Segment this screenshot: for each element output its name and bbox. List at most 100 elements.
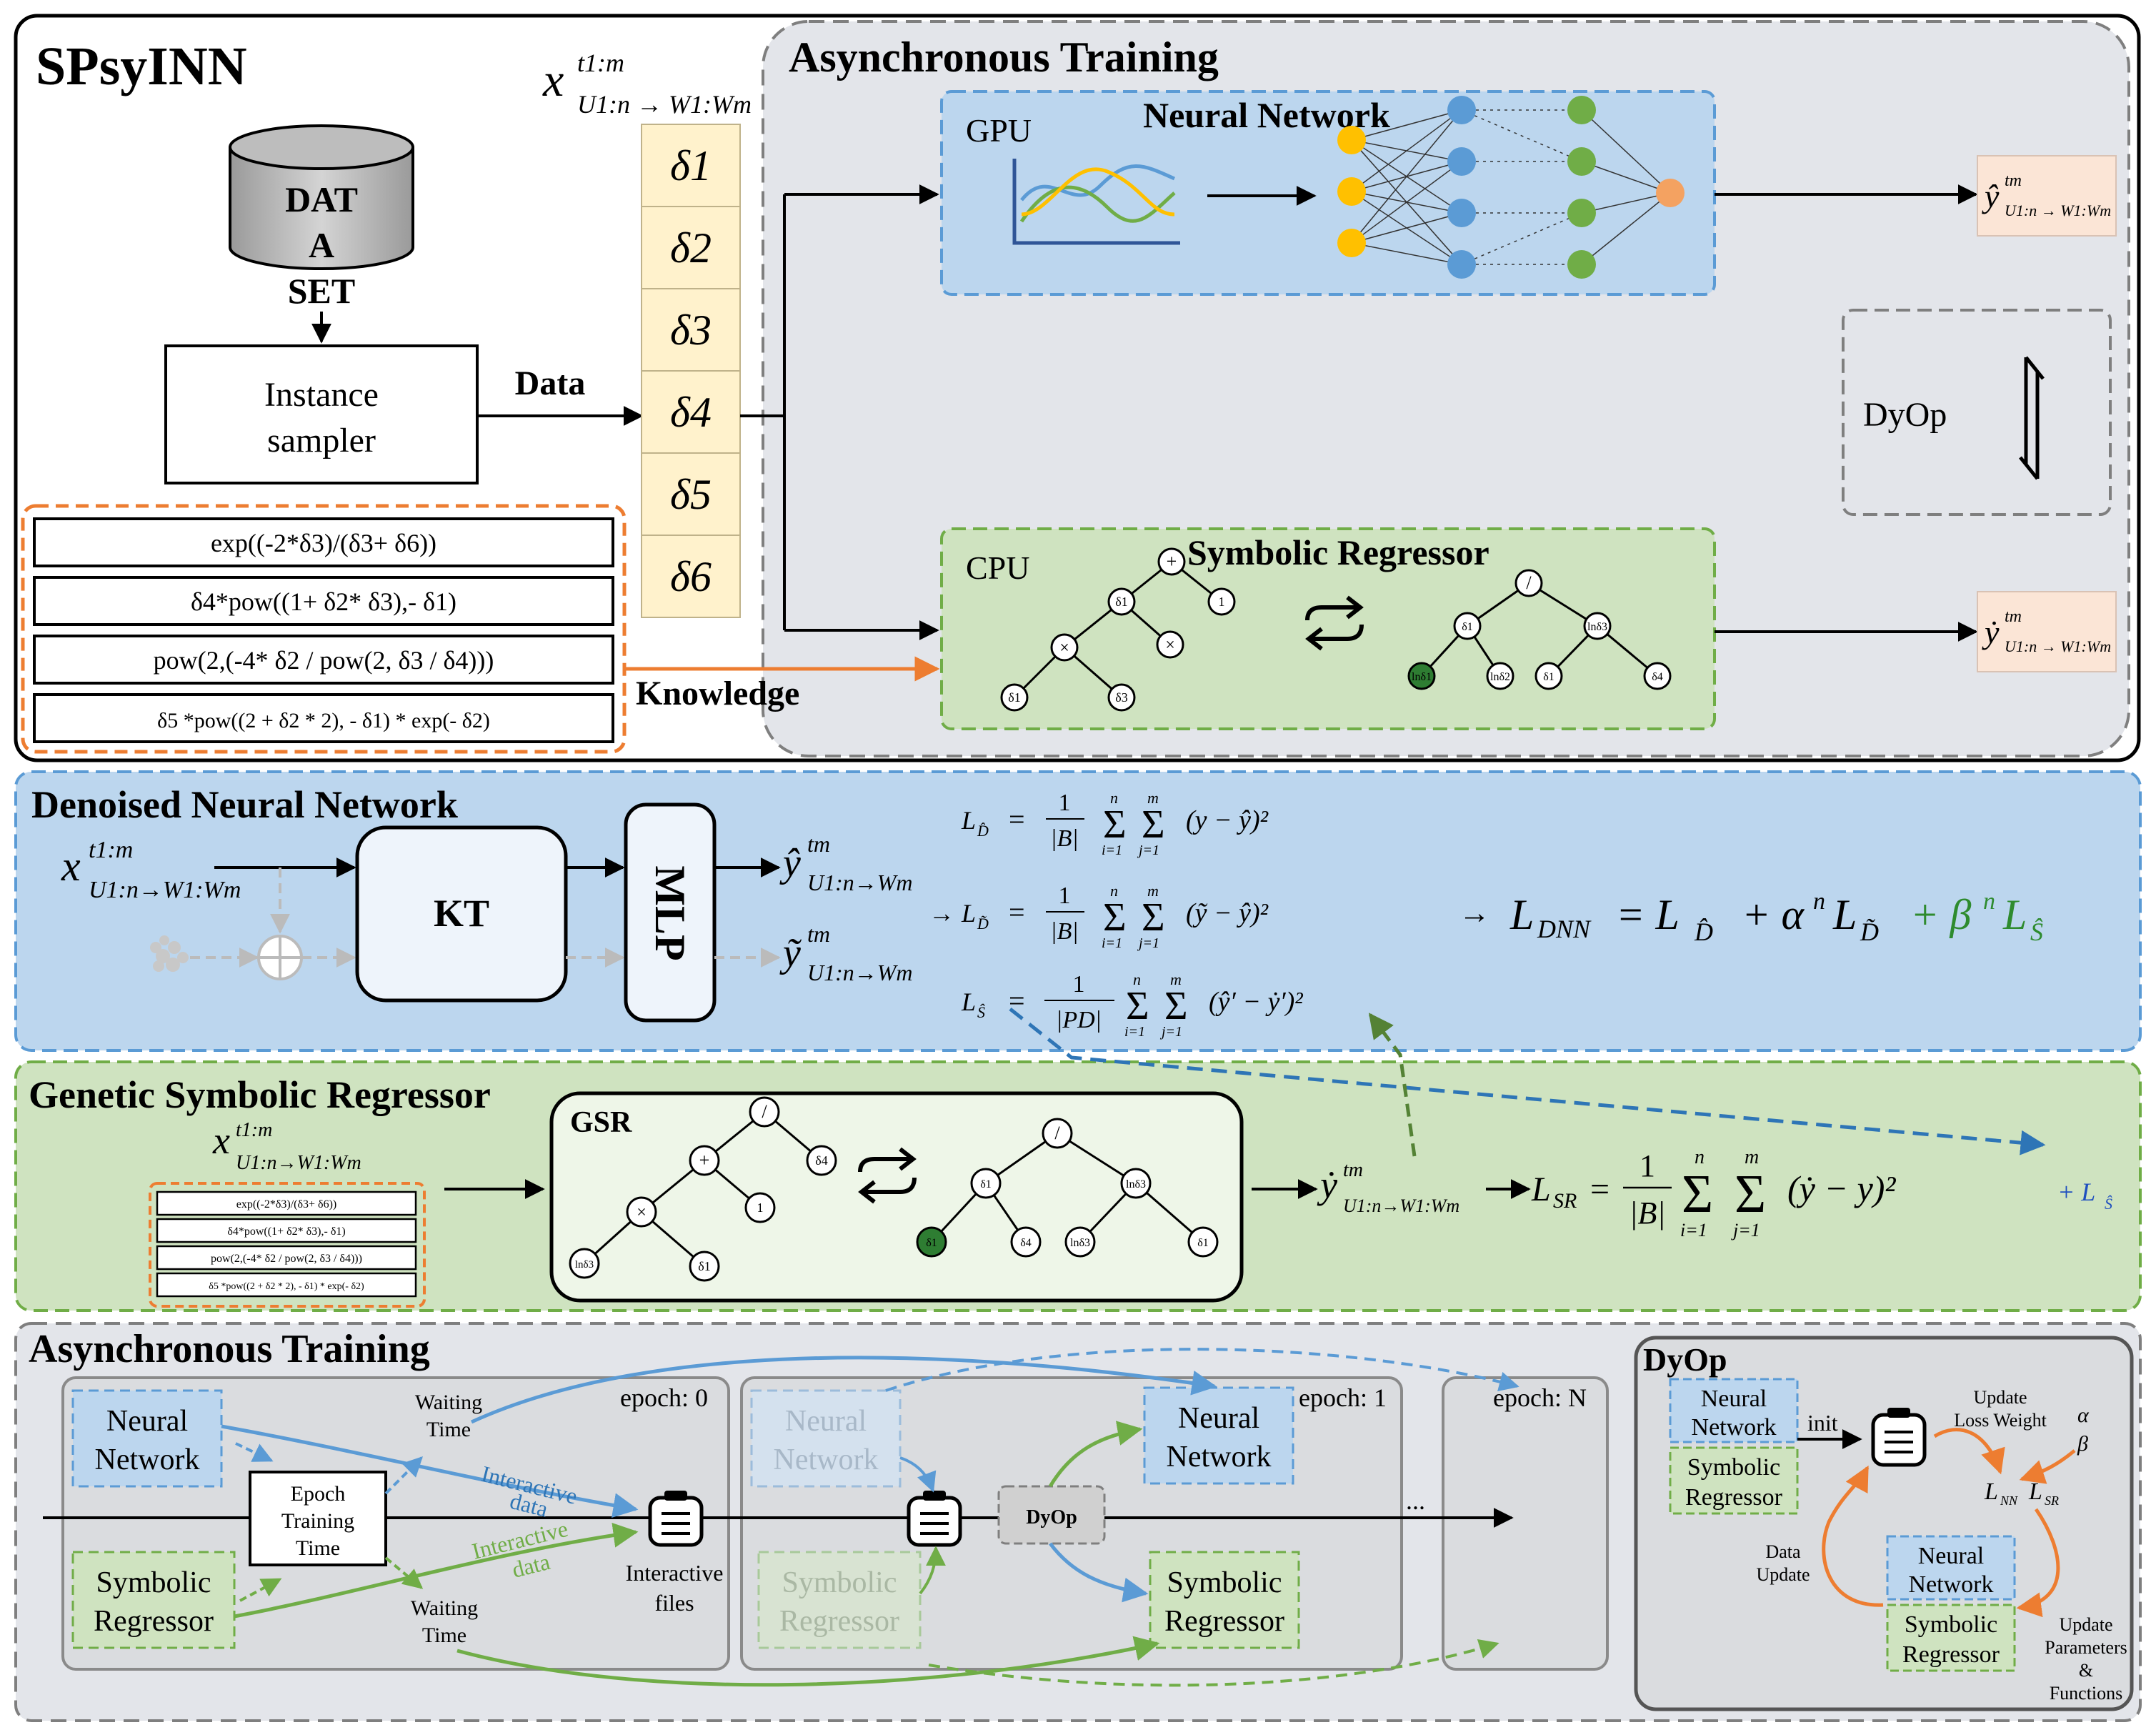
- svg-text:1: 1: [1640, 1148, 1655, 1183]
- interactive-files-icon: [648, 1491, 704, 1547]
- timeline-ellipsis: ...: [1406, 1486, 1425, 1515]
- formula-box-4: [33, 693, 614, 743]
- epoch1-sr-faded-box: [757, 1551, 922, 1649]
- waiting-time-bottom-1: Waiting: [411, 1596, 478, 1620]
- update-loss-weight-2: Loss Weight: [1954, 1410, 2047, 1431]
- svg-text:n: n: [1133, 970, 1141, 988]
- cpu-tree-right: / δ1 lnδ3 lnδ1 lnδ2 δ1 δ4: [1407, 569, 1672, 690]
- instance-sampler-label-2: sampler: [267, 422, 376, 459]
- noise-icon: [150, 935, 189, 972]
- dyop-box-top: [1842, 309, 2112, 516]
- mlp-box: [624, 802, 717, 1023]
- dyop-data-update-arrow: [1822, 1465, 1884, 1607]
- gsr-formulas: exp((-2*δ3)/(δ3+ δ6)) δ4*pow((1+ δ2* δ3)…: [156, 1190, 417, 1298]
- loss-eq-shat: L Ŝ = 1 |PD| Σ n i=1 Σ m j=1 (ŷ′ − ẏ′)²: [961, 970, 1303, 1040]
- svg-text:Symbolic: Symbolic: [782, 1566, 897, 1599]
- svg-text:x: x: [61, 842, 81, 890]
- delta-6: δ6: [670, 553, 712, 600]
- svg-text:δ1: δ1: [1462, 621, 1473, 633]
- svg-text:δ1: δ1: [980, 1178, 992, 1190]
- delta-2: δ2: [670, 224, 712, 272]
- svg-text:x: x: [212, 1119, 230, 1162]
- cpu-label: CPU: [966, 550, 1029, 586]
- svg-text:L: L: [961, 806, 976, 835]
- delta-5: δ5: [670, 471, 712, 518]
- svg-text:ẏ: ẏ: [1982, 614, 2000, 650]
- nn-interactive-arrow: [221, 1424, 639, 1518]
- ldnn-equation: L DNN = L D̂ + α n L D̃ + β n L Ŝ: [1509, 888, 2043, 946]
- svg-text:tm: tm: [2005, 171, 2022, 190]
- gpu-label: GPU: [966, 112, 1032, 149]
- svg-text:j=1: j=1: [1159, 1024, 1182, 1040]
- svg-text:j=1: j=1: [1137, 935, 1159, 951]
- svg-text:1: 1: [757, 1200, 764, 1215]
- sr-dashed-small-arrow: [239, 1578, 282, 1602]
- gpu-output-symbol: ŷ tm U1:n → W1:Wm: [1982, 171, 2111, 219]
- epoch-training-time-box: [249, 1471, 387, 1566]
- svg-text:U1:n→Wm: U1:n→Wm: [807, 870, 913, 895]
- line-chart-icon: [1012, 159, 1180, 245]
- formula-box-1: [33, 517, 614, 567]
- delta-4: δ4: [670, 389, 712, 436]
- svg-text:t1:m: t1:m: [89, 837, 133, 863]
- svg-text:i=1: i=1: [1102, 842, 1122, 858]
- epochN-label: epoch: N: [1493, 1383, 1587, 1412]
- top-input-symbol: x t1:m U1:n → W1:Wm: [542, 49, 752, 119]
- svg-text:(ẏ − y)²: (ẏ − y)²: [1787, 1168, 1896, 1208]
- neural-network-graphic: [1337, 96, 1685, 279]
- svg-text:δ3: δ3: [1115, 690, 1127, 705]
- dyop-update-params-arrow: [2016, 1508, 2060, 1618]
- svg-text:|B|: |B|: [1050, 918, 1078, 945]
- svg-text:U1:n → W1:Wm: U1:n → W1:Wm: [2005, 202, 2111, 219]
- cpu-output-symbol: ẏ tm U1:n → W1:Wm: [1982, 607, 2111, 655]
- svg-text:U1:n → W1:Wm: U1:n → W1:Wm: [577, 90, 752, 119]
- svg-text:lnδ1: lnδ1: [1412, 671, 1432, 683]
- formula-3: pow(2,(-4* δ2 / pow(2, δ3 / δ4))): [154, 646, 494, 675]
- sr-interactive-arrow: [234, 1522, 639, 1619]
- svg-text:D̃: D̃: [977, 915, 989, 933]
- svg-text:δ4: δ4: [1652, 671, 1663, 683]
- dnn-input-symbol: x t1:m U1:n→W1:Wm: [61, 837, 241, 903]
- dataset-label-2: A: [309, 225, 334, 265]
- svg-text:Network: Network: [95, 1443, 200, 1476]
- waiting-up-arrow: [384, 1456, 423, 1495]
- svg-text:Neural: Neural: [106, 1405, 188, 1438]
- top-async-title: Asynchronous Training: [789, 34, 1219, 81]
- svg-text:U1:n → W1:Wm: U1:n → W1:Wm: [2005, 637, 2111, 655]
- svg-text:U1:n→W1:Wm: U1:n→W1:Wm: [89, 877, 241, 903]
- dyop-init-label: init: [1807, 1410, 1838, 1436]
- formula-4: δ5 *pow((2 + δ2 * 2), - δ1) * exp(- δ2): [157, 709, 490, 732]
- svg-text:Σ: Σ: [1142, 802, 1165, 847]
- svg-text:Neural: Neural: [785, 1405, 867, 1438]
- svg-text:→: →: [929, 899, 954, 928]
- svg-text:D̂: D̂: [977, 822, 989, 840]
- dyop-clipboard-icon: [1871, 1408, 1927, 1467]
- epoch0-label: epoch: 0: [620, 1383, 708, 1412]
- loss-eq-dhat: L D̂ = 1 |B| Σ n i=1 Σ m j=1 (y − ŷ)²: [961, 789, 1269, 858]
- knowledge-label: Knowledge: [636, 675, 799, 712]
- svg-text:tm: tm: [807, 921, 830, 947]
- svg-text:1: 1: [1059, 790, 1071, 816]
- svg-text:(ŷ′ − ẏ′)²: (ŷ′ − ẏ′)²: [1209, 987, 1303, 1017]
- svg-text:L: L: [2028, 1478, 2042, 1505]
- cpu-output-box: [1977, 591, 2117, 672]
- nn-to-epochN-dashed-arrow: [885, 1348, 1519, 1392]
- interactive-files-label-1: Interactive: [626, 1560, 724, 1586]
- nn-dashed-small-arrow: [235, 1442, 274, 1462]
- interactive-files-label-2: files: [654, 1590, 694, 1616]
- dnn-panel: Denoised Neural Network x t1:m U1:n→W1:W…: [14, 770, 2142, 1052]
- svg-text:tm: tm: [2005, 607, 2022, 626]
- formula-1: exp((-2*δ3)/(δ3+ δ6)): [211, 529, 436, 557]
- svg-text:lnδ3: lnδ3: [1587, 621, 1607, 633]
- delta-stack: δ1 δ2 δ3 δ4 δ5 δ6: [641, 124, 741, 618]
- svg-text:×: ×: [637, 1203, 647, 1222]
- svg-text:Ŝ: Ŝ: [2030, 918, 2043, 946]
- svg-text:Symbolic: Symbolic: [1167, 1566, 1282, 1599]
- svg-text:Network: Network: [1167, 1441, 1272, 1473]
- dyop-beta: β: [2077, 1432, 2088, 1456]
- svg-text:= L: = L: [1616, 891, 1680, 938]
- svg-text:SR: SR: [1553, 1189, 1577, 1213]
- svg-text:+ β: + β: [1910, 891, 1971, 938]
- waiting-to-epoch1-blue-arrow: [470, 1356, 1217, 1424]
- swap-arrows-icon: [2019, 356, 2045, 480]
